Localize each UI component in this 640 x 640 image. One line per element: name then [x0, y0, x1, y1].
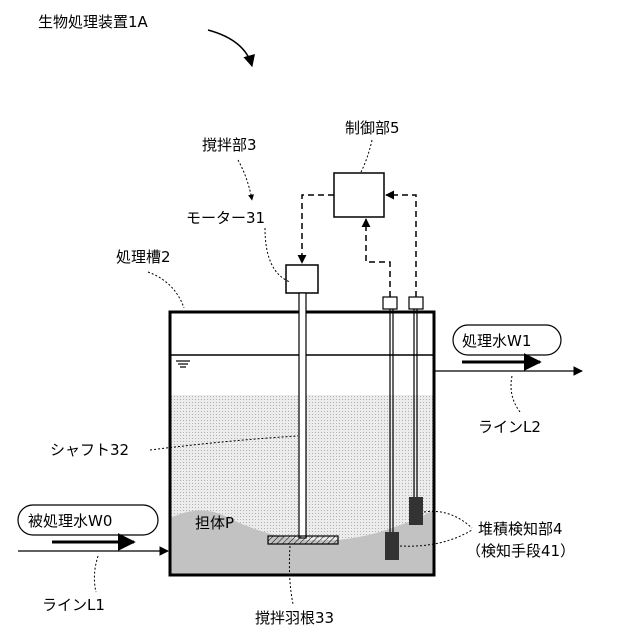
sensor-left-signal [366, 219, 390, 297]
impeller-label: 撹拌羽根33 [255, 609, 334, 627]
control-unit-label: 制御部5 [345, 119, 400, 137]
detector-label: 堆積検知部4 [478, 520, 563, 538]
stirring-unit-arrow [238, 160, 252, 200]
detector-sensor-lower [385, 532, 399, 560]
treated-water-label: 処理水W1 [462, 332, 531, 350]
sensor-mount-left [383, 297, 397, 309]
impeller [268, 536, 338, 544]
control-unit-box [334, 173, 384, 217]
motor-label: モーター31 [186, 209, 265, 227]
line-in-leader [94, 556, 98, 592]
apparatus-pointer-arrow [208, 30, 252, 66]
carrier-label: 担体P [195, 514, 234, 532]
sensor-mount-right [409, 297, 423, 309]
shaft [299, 293, 306, 538]
motor-box [286, 265, 318, 293]
stirring-unit-label: 撹拌部3 [202, 136, 257, 154]
apparatus-label: 生物処理装置1A [38, 13, 149, 31]
line-out-leader [511, 376, 520, 412]
control-to-motor-signal [302, 195, 334, 263]
line-in-label: ラインL1 [42, 596, 105, 614]
line-out-label: ラインL2 [478, 418, 541, 436]
detector-sensor-upper [409, 497, 423, 525]
control-unit-leader [361, 140, 372, 172]
tank-label: 処理槽2 [116, 248, 171, 266]
water-level-icon [176, 361, 190, 367]
shaft-label: シャフト32 [50, 441, 129, 459]
detector-means-label: （検知手段41） [466, 542, 575, 560]
tank-leader [148, 272, 184, 308]
raw-water-label: 被処理水W0 [28, 512, 112, 530]
